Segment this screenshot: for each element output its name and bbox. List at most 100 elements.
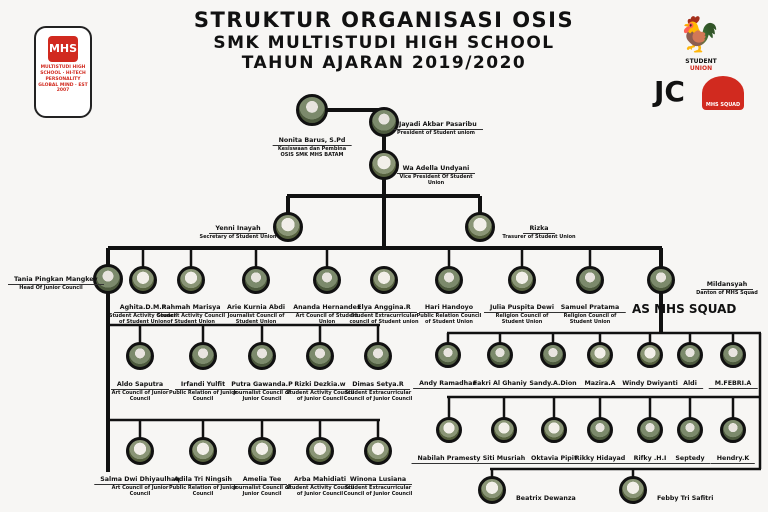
member-role: Art Council of Junior Council [111,390,169,403]
member-photo [364,437,392,465]
member-photo [242,266,270,294]
member-label: Septedy [669,446,711,465]
member-role: Art Council of Student Union [295,313,359,326]
member-name: Tania Pingkan Mangkey [8,276,104,286]
member-name: Andy Ramadhan [413,380,483,390]
member-name: Salma Dwi Dhiyaulhaq [94,476,186,486]
member-photo [720,342,746,368]
mhs-logo-text: MULTISTUDI HIGH SCHOOL · HI-TECH PERSONA… [38,65,88,94]
member-label: M.FEBRI.A [708,371,758,390]
member-photo [370,266,398,294]
member-name: Arba Mahidiati [287,476,353,486]
member-photo [436,417,462,443]
member-name: Oktavia Pipit [525,455,583,465]
member-name: Mildansyah [700,281,754,291]
union-label: UNION [689,65,713,72]
member-photo [129,266,157,294]
member-name: Rahmah Marisya [155,304,227,314]
member-photo [508,266,536,294]
member-label: Nabilah Pramesty [411,446,487,465]
member-label: Fakri Al Ghaniy [467,371,533,390]
member-name: Irfandi Yulfit [174,381,232,391]
member-label: Rikky Hidayad [568,446,632,465]
member-photo [677,417,703,443]
member-role: Secretary of Student Union [199,234,277,241]
member-photo [647,266,675,294]
member-name: Rifky .H.I [627,455,673,465]
squad-heading: AS MHS SQUAD [632,302,737,316]
member-role: Student Activity Council of Junior Counc… [285,390,355,403]
member-role: Danton of MHS Squad [696,290,758,297]
member-photo [465,212,495,242]
member-name: Arie Kurnia Abdi [220,304,292,314]
member-label: Mazira.A [578,371,622,390]
member-name: Dimas Setya.R [346,381,410,391]
member-photo [478,476,506,504]
member-name: Elya Anggina.R [351,304,417,314]
member-name: Yenni Inayah [209,225,267,235]
member-label: Hendry.K [710,446,756,465]
member-role: Student Activity Council of Junior Counc… [285,485,355,498]
member-name: Windy Dwiyanti [616,380,684,390]
member-photo [491,417,517,443]
member-label: Siti Musriah [476,446,532,465]
member-role: Head Of Junior Council [19,285,83,292]
member-photo [189,437,217,465]
member-name: Mazira.A [578,380,622,390]
member-role: Student Activity Council of Student Unio… [156,313,226,326]
member-name: Winona Lusiana [343,476,413,486]
member-label: Andy Ramadhan [413,371,483,390]
member-photo [487,342,513,368]
member-photo [248,342,276,370]
member-label: Sandy.A.Dion [523,371,583,390]
member-photo [637,417,663,443]
member-photo [720,417,746,443]
member-name: Hari Handoyo [418,304,480,314]
member-photo [248,437,276,465]
member-name: Nonita Barus, S.Pd [272,137,352,147]
member-photo [306,437,334,465]
chart-title: STRUKTUR ORGANISASI OSIS [193,8,575,32]
mhs-logo-mark: MHS [48,36,78,62]
member-role: Trasurer of Student Union [502,234,576,241]
member-role: Art Council of Junior Council [111,485,169,498]
member-photo [296,94,328,126]
member-label: Aldi [677,371,703,390]
member-label: Windy Dwiyanti [616,371,684,390]
member-name: Rizka [523,225,555,235]
member-name: Febby Tri Safitri [657,495,714,502]
member-role: Journalist Council of Junior Council [233,485,291,498]
member-name: Adila Tri Ningsih [167,476,239,486]
member-name: Samuel Pratama [554,304,626,314]
junior-council-logo: JC [654,75,685,108]
member-photo [619,476,647,504]
member-photo [369,150,399,180]
member-name: Sandy.A.Dion [523,380,583,390]
member-role: Religion Council of Student Union [563,313,617,326]
member-role: Journalist Council of Junior Council [233,390,291,403]
mhs-squad-logo: MHS SQUAD [702,76,744,110]
member-name: M.FEBRI.A [708,380,758,390]
rooster-icon: 🐓 [678,15,721,55]
member-photo [177,266,205,294]
student-label: STUDENT [685,58,717,65]
member-name: Aldo Saputra [110,381,170,391]
member-name: Siti Musriah [476,455,532,465]
member-role: Religion Council of Student Union [495,313,549,326]
member-name: Nabilah Pramesty [411,455,487,465]
member-photo [273,212,303,242]
member-role: Kesiswaan dan Pembina OSIS SMK MHS BATAM [277,146,347,159]
